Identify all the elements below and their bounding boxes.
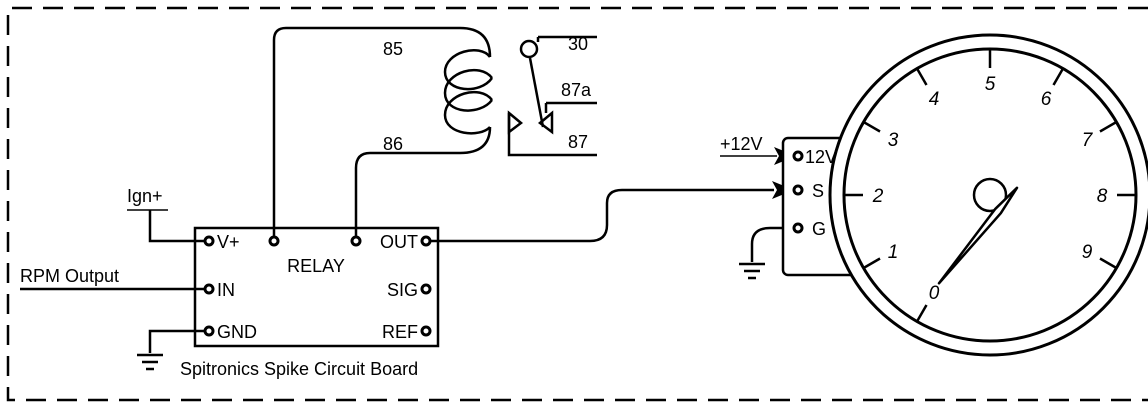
relay-85-label: 85: [383, 39, 403, 59]
relay-label: RELAY: [287, 256, 345, 276]
signal-wire: [430, 188, 774, 243]
tach-number-7: 7: [1082, 130, 1094, 151]
relay-85-wire: [272, 26, 492, 237]
pin-relay-86-terminal[interactable]: [350, 235, 362, 247]
relay-87a-label: 87a: [561, 80, 592, 100]
pin-in-terminal[interactable]: [203, 283, 215, 295]
tach-tick-4: [915, 67, 928, 86]
pin-sig-terminal[interactable]: [420, 283, 432, 295]
tach-number-8: 8: [1097, 186, 1108, 207]
gauge-terminal-g[interactable]: [792, 222, 804, 234]
tach-tick-6: [1052, 67, 1065, 86]
relay-86-wire: [354, 126, 492, 237]
board-caption: Spitronics Spike Circuit Board: [180, 359, 418, 379]
pin-vplus-label: V+: [217, 232, 240, 252]
pin-gnd-label: GND: [217, 322, 257, 342]
tach-tick-7: [1099, 120, 1118, 133]
supply-label: +12V: [720, 134, 763, 154]
gauge-12v-label: 12V: [805, 147, 837, 167]
tach-number-0: 0: [929, 283, 940, 304]
tach-tick-1: [862, 257, 881, 270]
tach-needle: [937, 186, 1019, 285]
pin-vplus-terminal[interactable]: [203, 235, 215, 247]
rpm-output-label: RPM Output: [20, 266, 119, 286]
relay-30-label: 30: [568, 34, 588, 54]
tach-tick-3: [862, 120, 881, 133]
tach-hub: [972, 177, 1008, 213]
board-ground-wire: [148, 329, 205, 353]
tach-tick-0: [915, 304, 928, 323]
pin-gnd-terminal[interactable]: [203, 325, 215, 337]
gauge-s-label: S: [812, 181, 824, 201]
pin-in-label: IN: [217, 280, 235, 300]
gauge-g-label: G: [812, 219, 826, 239]
pin-relay-85-terminal[interactable]: [268, 235, 280, 247]
relay-87-label: 87: [568, 132, 588, 152]
tach-number-6: 6: [1041, 89, 1052, 110]
pin-ref-label: REF: [382, 322, 418, 342]
tach-number-4: 4: [929, 89, 940, 110]
tach-number-9: 9: [1082, 242, 1093, 263]
tach-number-2: 2: [872, 186, 884, 207]
board-ground-icon: [137, 353, 163, 371]
relay-86-label: 86: [383, 134, 403, 154]
tach-number-1: 1: [888, 242, 899, 263]
gauge-terminal-s[interactable]: [792, 184, 804, 196]
circuit-board: [193, 226, 440, 348]
dashed-border: [6, 6, 1148, 402]
ign-wire: [148, 210, 205, 243]
pin-out-terminal[interactable]: [420, 235, 432, 247]
relay-coil-icon: [443, 48, 494, 135]
ign-label: Ign+: [127, 186, 163, 206]
tach-number-3: 3: [888, 130, 899, 151]
pin-out-label: OUT: [380, 232, 418, 252]
gauge-terminal-12v[interactable]: [792, 150, 804, 162]
tach-number-5: 5: [985, 74, 996, 95]
gauge-ground-icon: [739, 262, 765, 280]
gauge-ground-wire: [750, 226, 796, 262]
pin-ref-terminal[interactable]: [420, 325, 432, 337]
relay-switch-icon: [507, 35, 597, 157]
tach-tick-9: [1099, 257, 1118, 270]
pin-sig-label: SIG: [387, 280, 418, 300]
tachometer: 0 1 2 3 4 5 6 7 8 9: [781, 33, 1148, 357]
